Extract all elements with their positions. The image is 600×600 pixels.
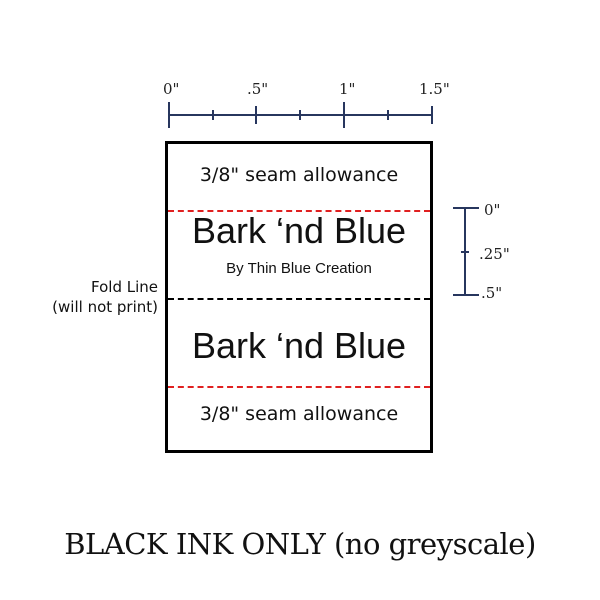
seam-allowance-top: 3/8" seam allowance <box>199 164 399 186</box>
footer-note: BLACK INK ONLY (no greyscale) <box>64 527 536 561</box>
fold-line <box>168 298 430 300</box>
vruler-label-half: .5" <box>481 284 503 302</box>
fold-line-title: Fold Line <box>91 278 158 296</box>
horizontal-ruler <box>168 102 433 128</box>
vruler-label-quarter: .25" <box>479 245 510 263</box>
ruler-label-half: .5" <box>247 80 269 98</box>
ruler-label-1-5: 1.5" <box>419 80 450 98</box>
fold-line-note: (will not print) <box>52 298 158 316</box>
seam-line-top <box>168 210 430 212</box>
ruler-label-1: 1" <box>339 80 356 98</box>
vruler-label-0: 0" <box>484 201 501 219</box>
label-outline: 3/8" seam allowance Bark ‘nd Blue By Thi… <box>165 141 433 453</box>
seam-line-bottom <box>168 386 430 388</box>
brand-name-top: Bark ‘nd Blue <box>191 210 407 251</box>
brand-name-bottom: Bark ‘nd Blue <box>191 325 407 366</box>
ruler-label-0: 0" <box>163 80 180 98</box>
fold-line-caption: Fold Line (will not print) <box>8 277 158 317</box>
byline: By Thin Blue Creation <box>226 260 372 277</box>
seam-allowance-bottom: 3/8" seam allowance <box>199 403 399 425</box>
vertical-ruler <box>453 207 479 296</box>
